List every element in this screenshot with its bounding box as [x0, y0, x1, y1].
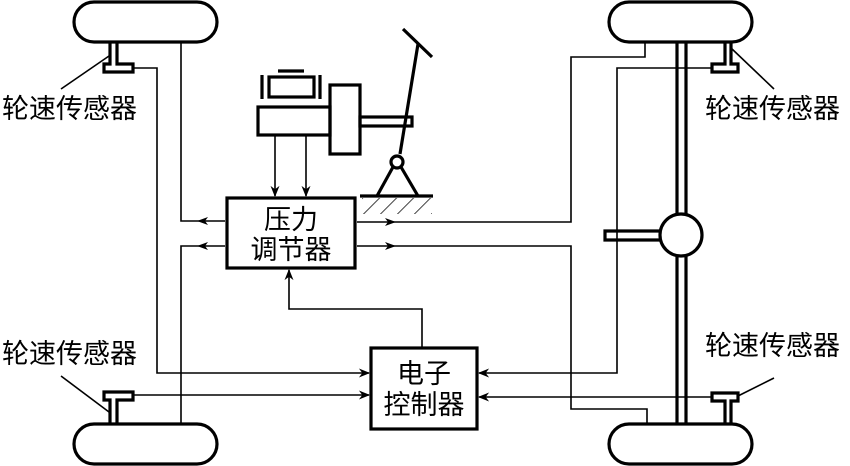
brake-line-rear-left-arrow — [197, 242, 208, 250]
brake-pedal — [360, 27, 434, 214]
rear-axle — [675, 42, 688, 424]
control-line — [284, 268, 423, 348]
wheel-top-left — [72, 0, 219, 44]
pressure-regulator-label-1: 压力 — [264, 205, 318, 236]
differential — [658, 212, 704, 258]
brake-line-front-right — [357, 42, 646, 223]
wheel-bottom-right — [607, 422, 754, 466]
ecu-box — [369, 346, 479, 431]
leader-bottom-right — [737, 377, 775, 397]
brake-line-front-left — [180, 42, 225, 222]
pressure-regulator-label-2: 调节器 — [251, 235, 332, 266]
leader-top-right — [730, 47, 775, 90]
leader-top-left — [60, 55, 110, 90]
leader-bottom-left — [60, 375, 110, 413]
brake-line-front-left-arrow — [197, 217, 208, 225]
brake-line-rear-right — [357, 245, 648, 424]
ecu-label-1: 电子 — [397, 359, 451, 390]
pressure-regulator-box — [225, 196, 357, 270]
wheel-bottom-left — [72, 422, 219, 466]
sensor-label-top-left: 轮速传感器 — [2, 94, 137, 125]
propeller-shaft — [603, 229, 660, 242]
signal-top-right — [477, 67, 712, 378]
wheel-top-right — [607, 0, 754, 44]
ecu-label-2: 控制器 — [384, 390, 465, 421]
brake-master-cylinder — [256, 69, 414, 156]
sensor-bottom-left — [102, 390, 135, 424]
sensor-top-left — [102, 42, 135, 74]
brake-line-rear-right-arrow — [385, 242, 396, 250]
sensor-label-bottom-left: 轮速传感器 — [2, 339, 137, 370]
brake-line-front-right-arrow — [385, 218, 396, 226]
sensor-bottom-right — [710, 391, 740, 424]
sensor-top-right — [710, 42, 740, 74]
brake-line-rear-left — [180, 245, 225, 424]
sensor-label-top-right: 轮速传感器 — [705, 94, 840, 125]
signal-top-left — [133, 67, 371, 378]
sensor-label-bottom-right: 轮速传感器 — [705, 331, 840, 362]
